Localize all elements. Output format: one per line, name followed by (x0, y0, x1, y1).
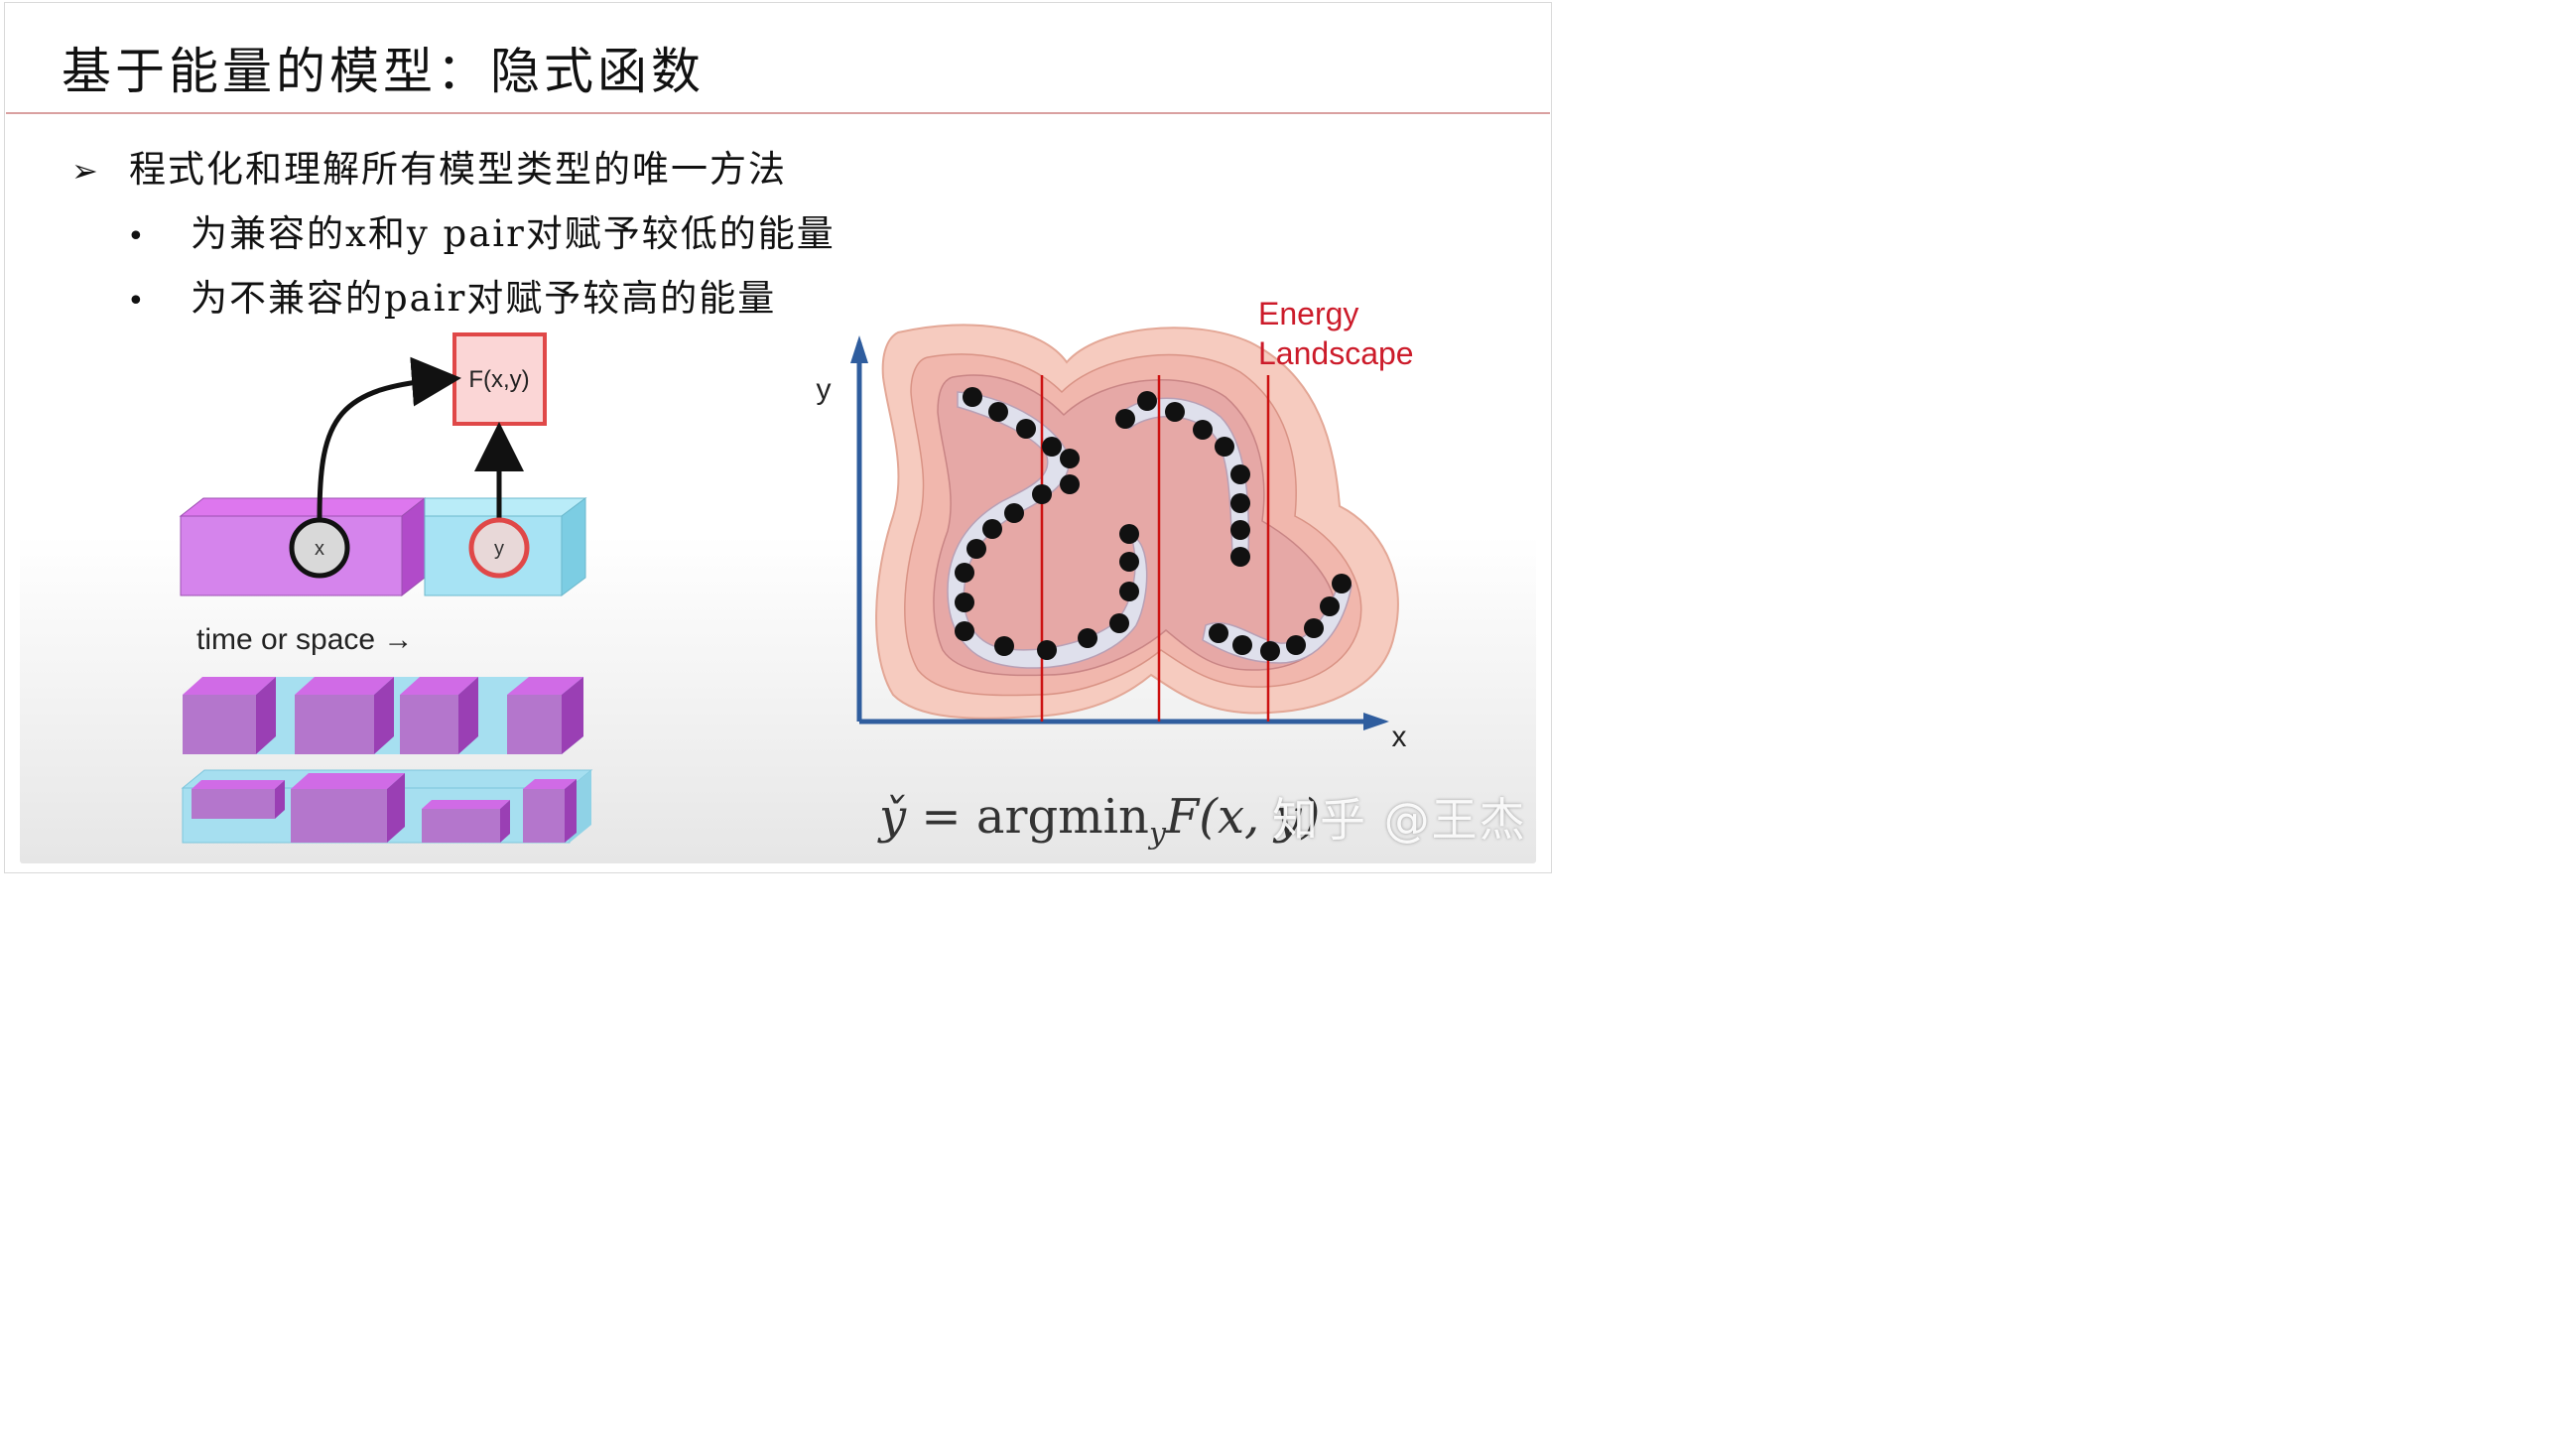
x-node-label: x (315, 538, 324, 560)
formula-op: argmin (975, 789, 1149, 845)
formula-sub: y (1148, 816, 1166, 852)
y-axis-arrow-icon (850, 335, 868, 363)
data-points (955, 387, 1352, 661)
argmin-formula: y̌ = argminyF(x, y) (879, 789, 1320, 852)
formula-lhs: y̌ (879, 789, 907, 845)
segmented-bar-bottom (181, 769, 593, 844)
sub-bullet: • 为兼容的x和y pair对赋予较低的能量 (127, 203, 836, 257)
left-figure: F(x,y) x y (179, 332, 593, 844)
title-divider (6, 112, 1550, 114)
function-box-label: F(x,y) (468, 366, 529, 393)
energy-landscape-figure: y x Energy Landscape (817, 296, 1414, 753)
main-bullet: ➢ 程式化和理解所有模型类型的唯一方法 (71, 139, 787, 193)
sub-bullet-text: 为不兼容的pair对赋予较高的能量 (191, 277, 777, 320)
x-axis-label: x (1392, 721, 1407, 753)
sequence-bar (179, 496, 587, 597)
y-node (468, 517, 530, 579)
x-axis-arrow-icon (1363, 713, 1389, 730)
x-node (289, 517, 350, 579)
segmented-bar-top (183, 677, 583, 754)
formula-equals: = (921, 789, 962, 845)
watermark: 知乎 @王杰 (1272, 793, 1527, 847)
time-space-caption: time or space → (196, 623, 414, 656)
formula-rhs: F(x, y) (1165, 789, 1321, 845)
dot-bullet-icon: • (127, 219, 147, 254)
slide-title: 基于能量的模型：隐式函数 (62, 43, 705, 100)
slide: 基于能量的模型：隐式函数 ➢ 程式化和理解所有模型类型的唯一方法 • 为兼容的x和y… (0, 0, 1556, 875)
sub-bullet-text: 为兼容的x和y pair对赋予较低的能量 (191, 212, 836, 255)
main-bullet-text: 程式化和理解所有模型类型的唯一方法 (129, 148, 787, 191)
y-node-label: y (494, 538, 504, 560)
dot-bullet-icon: • (127, 284, 147, 319)
landscape-title-line1: Energy (1258, 296, 1358, 331)
y-axis-label: y (817, 373, 832, 406)
landscape-title-line2: Landscape (1258, 335, 1414, 371)
arrow-bullet-icon: ➢ (71, 152, 100, 190)
sub-bullet: • 为不兼容的pair对赋予较高的能量 (127, 268, 776, 322)
x-to-f-arrow (317, 356, 461, 519)
